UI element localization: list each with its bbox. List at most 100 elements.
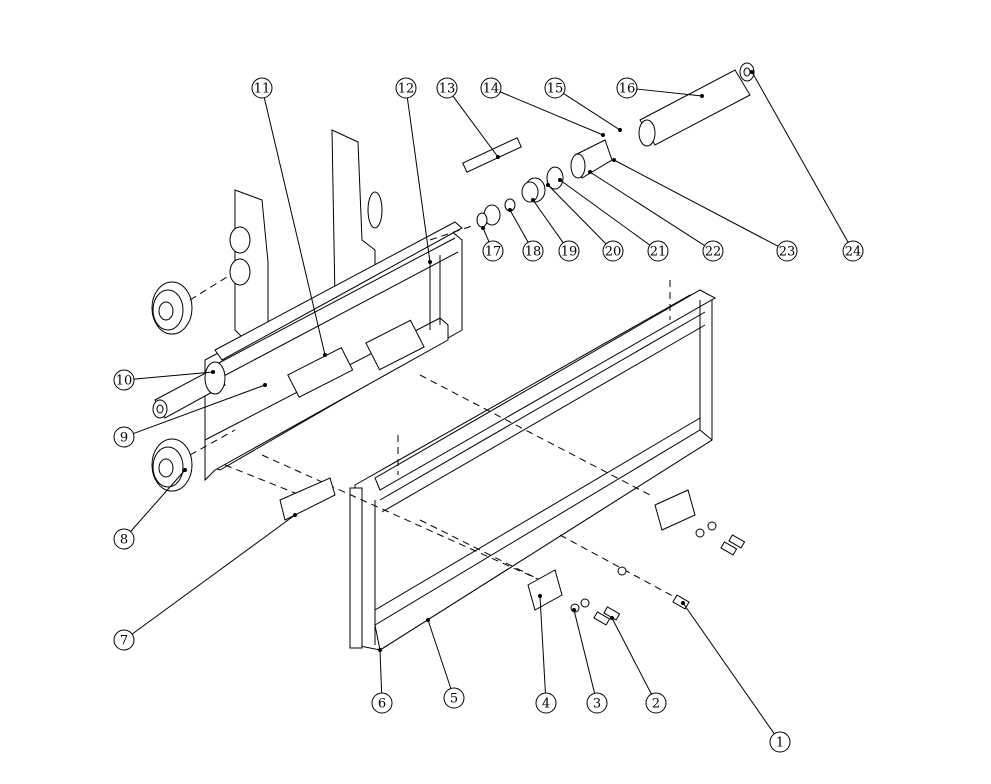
leader-dot <box>572 608 576 612</box>
assembly-lines <box>224 280 681 601</box>
callout-circle <box>602 240 624 262</box>
callout-circle <box>482 240 504 262</box>
callout-number: 21 <box>650 245 667 260</box>
leader-line <box>133 384 266 435</box>
callout-circle <box>558 240 580 262</box>
callout-20: 20 <box>546 183 624 262</box>
callout-18: 18 <box>508 208 544 262</box>
leader-line <box>539 595 546 694</box>
leader-dot <box>601 133 605 137</box>
leader-dot <box>211 370 215 374</box>
callout-number: 10 <box>116 374 133 389</box>
leader-dot <box>681 601 685 605</box>
callout-circle <box>776 240 798 262</box>
callout-circle <box>371 692 393 714</box>
callout-circle <box>645 692 667 714</box>
callout-number: 15 <box>547 82 564 97</box>
callout-circle <box>113 629 135 651</box>
callout-number: 20 <box>605 245 622 260</box>
leader-line <box>751 71 849 243</box>
callout-8: 8 <box>113 468 187 550</box>
front-frame <box>349 289 717 651</box>
leader-dot <box>531 198 535 202</box>
leader-dot <box>428 260 432 264</box>
callout-24: 24 <box>750 70 864 262</box>
leader-line <box>131 514 296 635</box>
rear-carriage-frame <box>204 129 463 482</box>
leader-dot <box>481 226 485 230</box>
callout-10: 10 <box>113 369 215 391</box>
callout-11: 11 <box>251 77 327 357</box>
callout-circle <box>113 528 135 550</box>
leader-line <box>379 649 383 694</box>
callout-number: 7 <box>120 634 128 649</box>
leader-dot <box>323 353 327 357</box>
bearing-bushings <box>229 191 383 286</box>
leader-line <box>452 95 499 158</box>
leader-line <box>547 184 607 245</box>
callout-2: 2 <box>610 616 667 714</box>
leader-line <box>263 97 326 356</box>
leader-line <box>130 469 186 532</box>
callout-circle <box>480 77 502 99</box>
leader-dot <box>610 616 614 620</box>
cylinder-assembly <box>429 62 755 241</box>
leader-dot <box>183 468 187 472</box>
leader-line <box>611 617 652 695</box>
callout-circle <box>586 692 608 714</box>
callout-4: 4 <box>535 594 557 714</box>
callout-number: 23 <box>779 245 796 260</box>
callout-circle <box>769 731 791 753</box>
leader-line <box>682 602 775 735</box>
roller-upper <box>151 271 236 335</box>
callout-number: 2 <box>652 697 660 712</box>
callout-number: 9 <box>120 431 128 446</box>
callout-22: 22 <box>588 170 724 262</box>
leader-line <box>559 179 651 246</box>
leader-dot <box>293 513 297 517</box>
callout-number: 17 <box>485 245 502 260</box>
leader-dot <box>588 170 592 174</box>
callout-15: 15 <box>544 77 622 132</box>
callout-circle <box>522 240 544 262</box>
callout-number: 8 <box>120 533 128 548</box>
callout-number: 11 <box>254 82 271 97</box>
callout-3: 3 <box>572 608 608 714</box>
leader-dot <box>750 70 754 74</box>
callout-14: 14 <box>480 77 605 137</box>
leader-line <box>573 609 596 694</box>
callout-number: 22 <box>705 245 722 260</box>
leader-line <box>427 619 452 689</box>
leader-dot <box>546 183 550 187</box>
leader-dot <box>508 208 512 212</box>
callout-23: 23 <box>612 158 798 262</box>
leader-dot <box>263 383 267 387</box>
callout-9: 9 <box>113 383 267 448</box>
callout-number: 19 <box>561 245 578 260</box>
leader-dot <box>496 155 500 159</box>
callout-number: 16 <box>619 82 636 97</box>
callout-12: 12 <box>395 77 432 264</box>
callout-number: 13 <box>439 82 456 97</box>
leader-dot <box>538 594 542 598</box>
leader-dot <box>558 178 562 182</box>
callout-circle <box>113 426 135 448</box>
callout-21: 21 <box>558 178 669 262</box>
callout-circle <box>544 77 566 99</box>
leader-line <box>589 171 705 247</box>
leader-dot <box>426 618 430 622</box>
callout-circle <box>702 240 724 262</box>
leader-line <box>509 209 529 243</box>
leader-line <box>636 88 703 97</box>
callout-5: 5 <box>426 618 465 709</box>
leader-line <box>500 91 604 136</box>
callout-7: 7 <box>113 513 297 651</box>
callout-circle <box>616 77 638 99</box>
callout-number: 1 <box>776 736 784 751</box>
leader-dot <box>378 648 382 652</box>
callout-number: 3 <box>593 697 601 712</box>
callout-17: 17 <box>481 226 504 262</box>
